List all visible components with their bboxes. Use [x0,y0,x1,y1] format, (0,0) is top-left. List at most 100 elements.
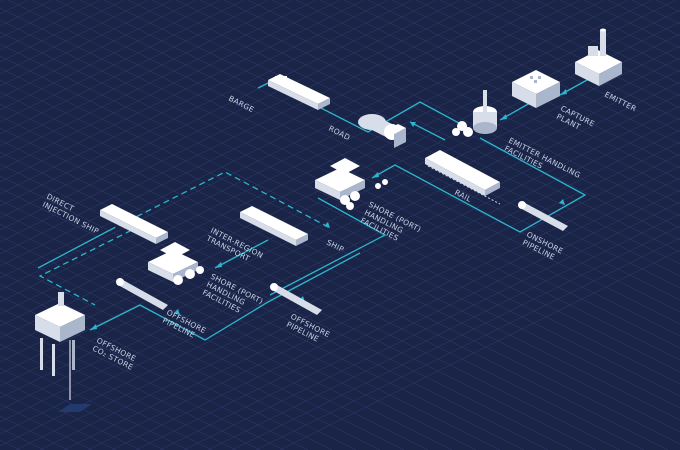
inter-region-ship-icon [240,206,308,246]
direct-injection-ship-icon [100,204,168,244]
grid-line [159,189,680,450]
grid-line [295,0,680,193]
grid-line [0,271,357,450]
arrow-head [215,262,222,268]
grid-line [0,0,317,159]
grid-line [367,0,680,157]
grid-line [0,0,653,327]
grid-line [271,0,680,205]
grid-line [0,367,165,450]
grid-line [223,0,680,229]
grid-line [0,235,429,450]
arrow-head [174,309,180,315]
upper-shore-handling-icon [315,158,388,210]
grid-line [0,0,389,195]
connector-left-pipeline [37,229,111,269]
connector-upper-shore-ship [269,197,387,296]
grid-line [0,0,437,219]
arrow-head [372,172,379,178]
grid-line [343,0,680,169]
grid-line [0,0,413,207]
grid-line [0,199,501,450]
grid-line [255,237,680,450]
grid-line [0,139,621,450]
grid-line [199,0,680,241]
connector-ship-lower-shore [214,239,269,269]
grid-line [0,175,549,450]
grid-line [39,129,680,450]
grid-line [183,201,680,450]
rail-tanker-icon [425,150,501,205]
grid-line [63,141,680,450]
connector-rail [371,137,587,233]
grid-line [0,0,365,183]
grid-line [231,225,680,450]
grid-line [0,0,197,99]
grid-line [151,0,680,265]
arrow-head [324,222,330,228]
emitter-factory-icon [575,28,622,86]
grid-line [0,0,461,231]
grid-line [0,0,77,39]
arrow-head [410,122,416,127]
grid-line [631,0,680,25]
road-tanker-icon [358,114,406,148]
emitter-handling-icon [452,90,497,137]
grid-line [0,283,333,450]
grid-line [0,187,525,450]
grid-line [0,223,453,450]
arrow-head [90,324,97,330]
grid-line [319,0,680,181]
grid-line [279,249,680,450]
arrow-head [500,114,507,120]
label-road: ROAD [327,124,352,143]
grid-line [0,247,405,450]
grid-line [0,0,509,255]
grid-line [7,0,680,337]
lower-shore-handling-icon [148,242,204,285]
grid-line [0,319,261,450]
grid-line [207,213,680,450]
grid-line [511,0,680,85]
grid-line [0,127,645,450]
connector-lines [37,74,597,341]
connector-lower-loop [89,252,361,341]
grid-line [0,331,237,450]
label-ship: SHIP [325,238,346,254]
arrow-head [559,199,565,205]
offshore-pipeline-left-icon [116,278,168,310]
arrow-head [560,89,567,95]
offshore-store-platform-icon [35,292,92,412]
grid-line [0,295,309,450]
grid-line [87,153,680,450]
grid-line [0,0,341,171]
grid-line [487,0,680,97]
grid-line [0,0,173,87]
label-shore-handling-lower: SHORE (PORT) HANDLING FACILITIES [201,272,267,324]
grid-line [31,0,680,325]
grid-line [0,0,245,123]
connector-road [409,121,446,141]
grid-line [135,177,680,450]
grid-line [0,0,485,243]
grid-line [0,259,381,450]
grid-line [0,355,189,450]
grid-line [0,0,29,15]
onshore-pipeline-icon [518,201,568,231]
grid-line [0,0,269,135]
grid-line [0,0,221,111]
grid-line [247,0,680,217]
